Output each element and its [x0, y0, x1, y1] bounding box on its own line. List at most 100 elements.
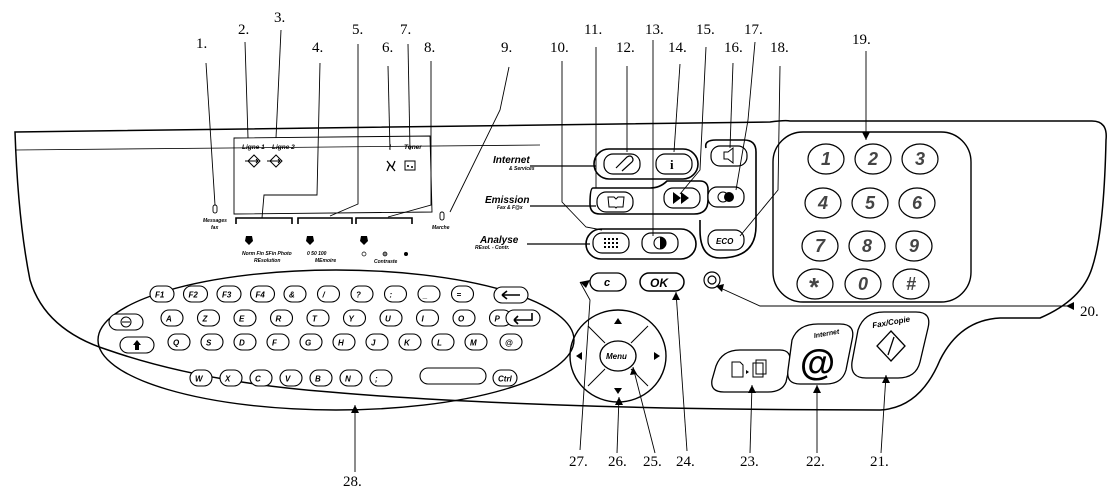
- key-shape[interactable]: [200, 333, 224, 351]
- start-button-17[interactable]: [707, 186, 745, 208]
- c-button[interactable]: c: [589, 272, 627, 292]
- key-I[interactable]: I: [415, 309, 440, 327]
- key-K[interactable]: K: [398, 333, 422, 351]
- backspace-key[interactable]: [493, 286, 529, 304]
- numpad-key-star[interactable]: *: [796, 268, 834, 302]
- numpad-key-shape[interactable]: [801, 230, 839, 262]
- shift-key[interactable]: [119, 336, 155, 354]
- numpad-key-shape[interactable]: [804, 187, 842, 219]
- numpad-key-8[interactable]: 8: [848, 230, 886, 262]
- directory-button[interactable]: [596, 191, 634, 213]
- eco-button[interactable]: ECO: [707, 229, 745, 251]
- key-C[interactable]: C: [249, 369, 273, 387]
- key-X[interactable]: X: [219, 369, 243, 387]
- key-shape[interactable]: [415, 309, 440, 327]
- key-shape[interactable]: [383, 285, 408, 303]
- numpad-key-shape[interactable]: [848, 230, 886, 262]
- key-shape[interactable]: [339, 369, 363, 387]
- arrow-down-icon[interactable]: [614, 388, 622, 394]
- key-:[interactable]: :: [383, 285, 408, 303]
- key-R[interactable]: R: [269, 309, 294, 327]
- key-O[interactable]: O: [452, 309, 476, 327]
- enter-key[interactable]: [505, 309, 541, 327]
- key-shape[interactable]: [219, 369, 243, 387]
- key-shape[interactable]: [283, 285, 307, 303]
- numpad-key-shape[interactable]: [901, 143, 939, 175]
- key-shape[interactable]: [189, 369, 213, 387]
- key-H[interactable]: H: [332, 333, 356, 351]
- key-F1[interactable]: F1: [149, 285, 175, 303]
- key-@[interactable]: @: [499, 333, 523, 351]
- key-shape[interactable]: [269, 309, 294, 327]
- key-shape[interactable]: [279, 369, 303, 387]
- copy-button[interactable]: [711, 349, 791, 393]
- key-F4[interactable]: F4: [249, 285, 276, 303]
- key-shape[interactable]: [398, 333, 422, 351]
- key-shape[interactable]: [299, 333, 323, 351]
- key-shape[interactable]: [196, 309, 221, 327]
- key-S[interactable]: S: [200, 333, 224, 351]
- key-/[interactable]: /: [316, 285, 341, 303]
- arrow-right-icon[interactable]: [654, 352, 660, 360]
- resolution-button[interactable]: [592, 232, 630, 254]
- numpad-key-shape[interactable]: [854, 143, 892, 175]
- key-Ctrl[interactable]: Ctrl: [492, 369, 518, 387]
- broadcast-button[interactable]: [663, 187, 701, 209]
- key-=[interactable]: =: [450, 285, 475, 303]
- key-Y[interactable]: Y: [342, 309, 367, 327]
- key-L[interactable]: L: [431, 333, 455, 351]
- key-shape[interactable]: [266, 333, 290, 351]
- key-shape[interactable]: [350, 285, 374, 303]
- key-shape[interactable]: [309, 369, 333, 387]
- key-shape[interactable]: [233, 309, 257, 327]
- contrast-button[interactable]: [641, 232, 679, 254]
- numpad-key-0[interactable]: 0: [844, 268, 882, 300]
- numpad-key-2[interactable]: 2: [854, 143, 892, 175]
- numpad-key-shape[interactable]: [898, 187, 936, 219]
- key-shape[interactable]: [233, 333, 257, 351]
- numpad-key-shape[interactable]: [807, 143, 845, 175]
- numpad-key-shape[interactable]: [796, 268, 834, 300]
- key-F2[interactable]: F2: [182, 285, 209, 303]
- key-U[interactable]: U: [379, 309, 403, 327]
- arrow-left-icon[interactable]: [576, 352, 582, 360]
- key-V[interactable]: V: [279, 369, 303, 387]
- key-shape[interactable]: [167, 333, 191, 351]
- key-shape[interactable]: [365, 333, 389, 351]
- internet-button[interactable]: Internet @: [787, 323, 854, 385]
- key-shape[interactable]: [369, 369, 393, 387]
- key-_[interactable]: _: [417, 285, 441, 303]
- key-shape[interactable]: [342, 309, 367, 327]
- key-shape[interactable]: [464, 333, 488, 351]
- menu-button[interactable]: [599, 340, 637, 372]
- arrow-up-icon[interactable]: [614, 318, 622, 324]
- numpad-key-1[interactable]: 1: [807, 143, 845, 175]
- nav-pad[interactable]: Menu: [569, 309, 667, 403]
- numpad-key-6[interactable]: 6: [898, 187, 936, 219]
- numpad-key-7[interactable]: 7: [801, 230, 839, 262]
- key-Q[interactable]: Q: [167, 333, 191, 351]
- key-F3[interactable]: F3: [216, 285, 242, 303]
- key-T[interactable]: T: [306, 309, 330, 327]
- speaker-button[interactable]: [710, 145, 748, 167]
- key-shape[interactable]: [492, 369, 518, 387]
- numpad-key-4[interactable]: 4: [804, 187, 842, 219]
- key-shape[interactable]: [160, 309, 184, 327]
- numpad-key-3[interactable]: 3: [901, 143, 939, 175]
- key-;[interactable]: ;: [369, 369, 393, 387]
- key-shape[interactable]: [332, 333, 356, 351]
- space-key[interactable]: [419, 367, 487, 385]
- key-shape[interactable]: [417, 285, 441, 303]
- key-W[interactable]: W: [189, 369, 213, 387]
- numpad-key-shape[interactable]: [892, 268, 930, 300]
- key-shape[interactable]: [452, 309, 476, 327]
- numpad-key-shape[interactable]: [895, 230, 933, 262]
- key-shape[interactable]: [216, 285, 242, 303]
- delete-key[interactable]: [108, 313, 144, 331]
- key-shape[interactable]: [249, 285, 276, 303]
- numpad-key-shape[interactable]: [851, 187, 889, 219]
- ok-button[interactable]: OK: [639, 272, 685, 292]
- key-shape[interactable]: [431, 333, 455, 351]
- key-shape[interactable]: [379, 309, 403, 327]
